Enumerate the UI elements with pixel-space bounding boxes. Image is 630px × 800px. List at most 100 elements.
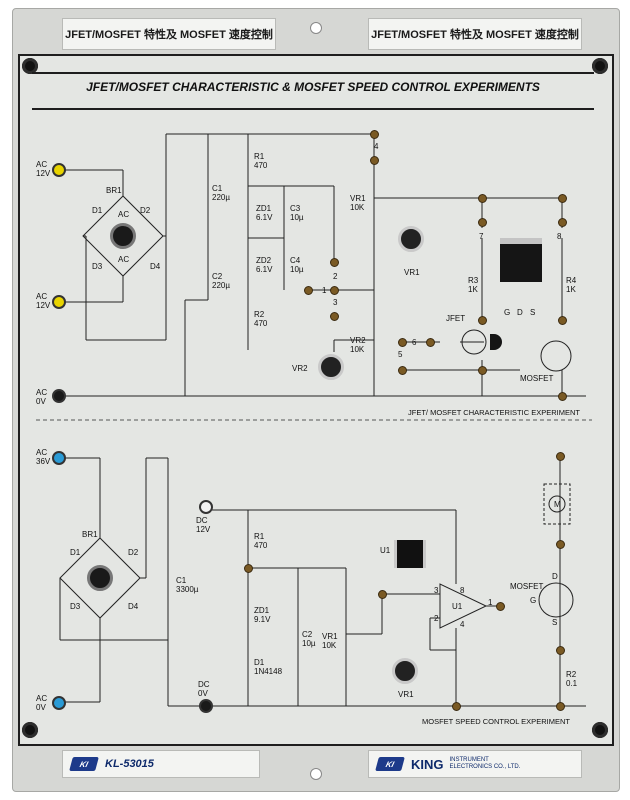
ac-12v-jack-top[interactable] [52,163,66,177]
terminal-post[interactable] [330,312,339,321]
mosfet-package-component [500,238,542,282]
vr1-name: VR1 [350,194,366,203]
terminal-post[interactable] [556,702,565,711]
u1-pin-3: 3 [434,586,439,595]
ac-36v-jack[interactable] [52,451,66,465]
vr1-2-value: 10K [322,641,337,650]
ac-12v-mid-label: AC 12V [36,292,50,310]
zd2-value: 6.1V [256,265,273,274]
terminal-post[interactable] [556,540,565,549]
d1-2-label: D1 [70,548,81,557]
company-logo-icon: KI [69,757,99,771]
c4-name: C4 [290,256,301,265]
point-5: 5 [398,350,403,359]
terminal-post[interactable] [558,392,567,401]
dc-label-line2: 12V [196,525,211,534]
terminal-post[interactable] [556,646,565,655]
c1-name: C1 [212,184,223,193]
ac-0v-jack[interactable] [52,389,66,403]
terminal-post[interactable] [398,366,407,375]
dc-0v-jack[interactable] [199,699,213,713]
vr1-2-knob-label: VR1 [398,690,414,699]
point-2: 2 [333,272,338,281]
ac-label-line1: AC [36,388,48,397]
terminal-post[interactable] [244,564,253,573]
c1-2-name: C1 [176,576,187,585]
ac-label-line2: 36V [36,457,51,466]
r2-name: R2 [254,310,265,319]
vr2-knob[interactable] [318,354,344,380]
section1-footer: JFET/ MOSFET CHARACTERISTIC EXPERIMENT [408,408,580,417]
screw-tl [22,58,38,74]
dc-label-line2: 0V [198,689,208,698]
brand-subtitle: INSTRUMENT ELECTRONICS CO., LTD. [450,757,521,771]
motor-label: M [554,500,561,509]
ac-label-line1: AC [36,160,48,169]
point-8: 8 [557,232,562,241]
terminal-post[interactable] [478,218,487,227]
dc-12v-jack[interactable] [199,500,213,514]
ac-label-line2: 12V [36,169,51,178]
vr1-2-knob[interactable] [392,658,418,684]
r2-value: 470 [254,319,268,328]
terminal-post[interactable] [370,156,379,165]
terminal-post[interactable] [426,338,435,347]
terminal-post[interactable] [558,316,567,325]
terminal-post[interactable] [370,130,379,139]
ac-label-line1: AC [36,292,48,301]
d1-2-value: 1N4148 [254,667,283,676]
mosfet-pin-d: D [552,572,558,581]
terminal-post[interactable] [452,702,461,711]
bottom-brand-tag: KI KING INSTRUMENT ELECTRONICS CO., LTD. [368,750,582,778]
point-7: 7 [479,232,484,241]
top-label-left: JFET/MOSFET 特性及 MOSFET 速度控制 [62,18,276,50]
ac-12v-jack-mid[interactable] [52,295,66,309]
terminal-post[interactable] [556,452,565,461]
terminal-post[interactable] [304,286,313,295]
terminal-post[interactable] [478,194,487,203]
mosfet-2-label: MOSFET [510,582,544,591]
r3-name: R3 [468,276,479,285]
c3-value: 10µ [290,213,304,222]
terminal-post[interactable] [378,590,387,599]
point-4: 4 [374,142,379,151]
bottom-model-tag: KI KL-53015 [62,750,260,778]
vr1-2-name: VR1 [322,632,338,641]
terminal-post[interactable] [330,286,339,295]
terminal-post[interactable] [558,194,567,203]
ac-0v-jack-2[interactable] [52,696,66,710]
r1-value: 470 [254,161,268,170]
terminal-post[interactable] [330,258,339,267]
mosfet-pin-g: G [530,596,537,605]
c2-2-value: 10µ [302,639,316,648]
d2-label: D2 [140,206,151,215]
r4-value: 1K [566,285,576,294]
vr1-knob[interactable] [398,226,424,252]
dc-label-line1: DC [198,680,210,689]
u1-chip-label: U1 [380,546,391,555]
terminal-post[interactable] [558,218,567,227]
terminal-post[interactable] [478,316,487,325]
terminal-post[interactable] [478,366,487,375]
ac-36v-label: AC 36V [36,448,50,466]
terminal-post[interactable] [398,338,407,347]
terminal-post[interactable] [496,602,505,611]
model-number: KL-53015 [105,758,154,770]
point-3: 3 [333,298,338,307]
vr2-value: 10K [350,345,365,354]
r2-2-name: R2 [566,670,577,679]
mount-hole-bottom [310,768,322,780]
point-6: 6 [412,338,417,347]
section2-footer: MOSFET SPEED CONTROL EXPERIMENT [422,717,570,726]
